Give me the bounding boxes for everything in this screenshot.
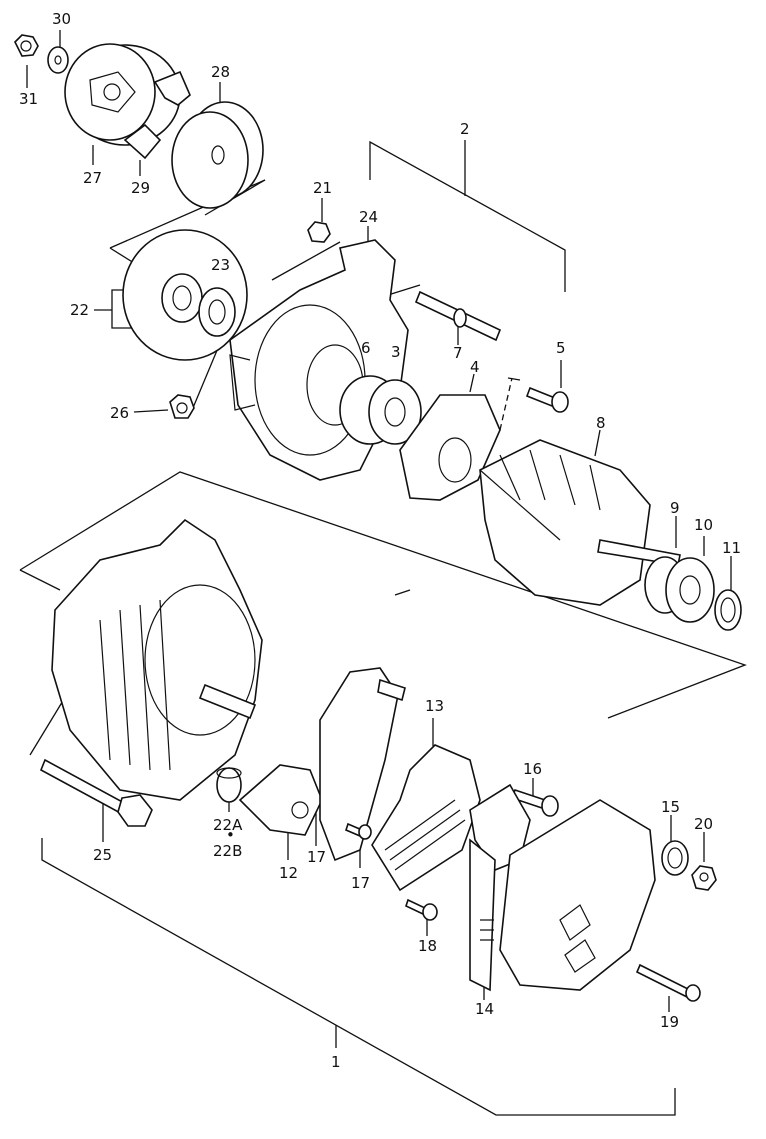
regulator-13 [371, 744, 481, 892]
label-26[interactable]: 26 [110, 404, 129, 422]
label-29[interactable]: 29 [131, 179, 150, 197]
label-27[interactable]: 27 [83, 169, 102, 187]
label-1[interactable]: 1 [331, 1053, 341, 1071]
bolt-19 [635, 963, 701, 1002]
rear-cover [499, 799, 656, 991]
part-labels: 30 31 28 27 29 2 21 24 23 22 7 6 3 5 4 2… [19, 10, 741, 1071]
label-14[interactable]: 14 [475, 1000, 494, 1018]
bearing-3 [339, 375, 422, 445]
label-7[interactable]: 7 [453, 344, 463, 362]
label-17a[interactable]: 17 [307, 848, 326, 866]
label-separator-dot: • [226, 826, 235, 844]
label-12[interactable]: 12 [279, 864, 298, 882]
label-28[interactable]: 28 [211, 63, 230, 81]
bushing-22A [216, 767, 242, 803]
plate-4 [399, 394, 501, 501]
rectifier [319, 667, 406, 862]
label-13[interactable]: 13 [425, 697, 444, 715]
bearing-23 [198, 287, 236, 337]
label-4[interactable]: 4 [470, 358, 480, 376]
label-5[interactable]: 5 [556, 339, 566, 357]
screw-18 [405, 898, 438, 921]
nut-21 [307, 221, 331, 243]
label-17b[interactable]: 17 [351, 874, 370, 892]
screw-5 [525, 386, 569, 413]
label-22A[interactable]: 22A [213, 816, 243, 834]
bolt-25 [39, 758, 153, 827]
label-11[interactable]: 11 [722, 539, 741, 557]
label-10[interactable]: 10 [694, 516, 713, 534]
label-15[interactable]: 15 [661, 798, 680, 816]
label-21[interactable]: 21 [313, 179, 332, 197]
screw-17b [345, 822, 372, 840]
label-8[interactable]: 8 [596, 414, 606, 432]
nut-26 [169, 394, 195, 419]
cap-15 [661, 840, 689, 876]
ring-11 [714, 589, 742, 631]
cover-28 [171, 101, 264, 209]
brush-holder-12 [238, 764, 323, 836]
label-24[interactable]: 24 [359, 208, 378, 226]
label-31[interactable]: 31 [19, 90, 38, 108]
label-19[interactable]: 19 [660, 1013, 679, 1031]
bearing-10 [644, 556, 715, 623]
label-25[interactable]: 25 [93, 846, 112, 864]
label-30[interactable]: 30 [52, 10, 71, 28]
rear-housing [51, 518, 263, 801]
label-18[interactable]: 18 [418, 937, 437, 955]
label-20[interactable]: 20 [694, 815, 713, 833]
nut-31 [14, 34, 39, 57]
clip-29 [123, 70, 191, 160]
front-housing-24 [229, 239, 409, 481]
label-9[interactable]: 9 [670, 499, 680, 517]
bolt-7 [414, 290, 502, 342]
label-3[interactable]: 3 [391, 343, 401, 361]
label-22[interactable]: 22 [70, 301, 89, 319]
rotor-8 [479, 439, 681, 606]
washer-30 [47, 46, 69, 74]
label-6[interactable]: 6 [361, 339, 371, 357]
pulley-27 [64, 43, 181, 146]
label-2[interactable]: 2 [460, 120, 470, 138]
label-16[interactable]: 16 [523, 760, 542, 778]
label-23[interactable]: 23 [211, 256, 230, 274]
label-22B[interactable]: 22B [213, 842, 242, 860]
nut-20 [691, 865, 717, 891]
